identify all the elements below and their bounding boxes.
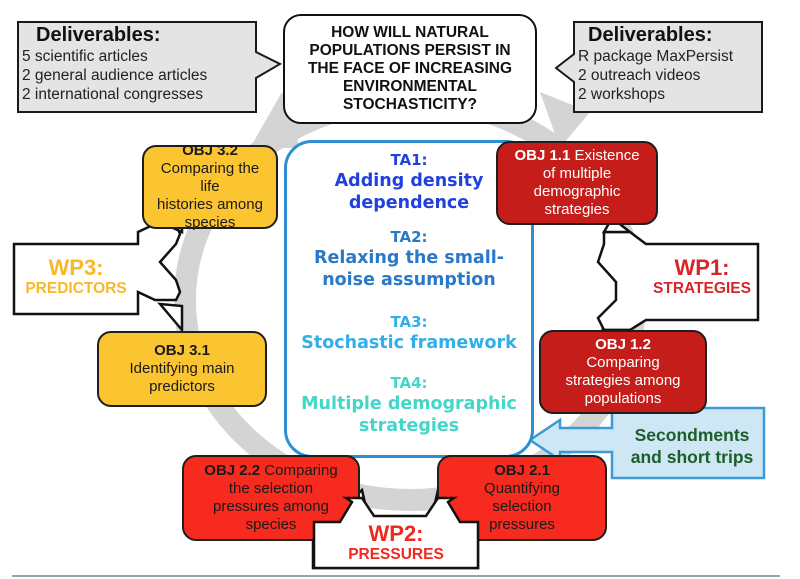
task-title-line: Stochastic framework (301, 333, 517, 353)
objective-id: OBJ 3.2 (182, 142, 238, 159)
deliverable-item: R package MaxPersist (578, 48, 734, 65)
objective-1-1: OBJ 1.1 Existence of multiple demographi… (496, 141, 658, 225)
task-ta3: TA3: Stochastic framework (287, 313, 531, 354)
objective-line: predictors (149, 378, 215, 395)
question-line: STOCHASTICITY? (342, 96, 478, 113)
wp-name: WP1: (674, 255, 730, 280)
wp-name: WP3: (48, 255, 104, 280)
wp3-label: WP3: PREDICTORS (16, 256, 136, 298)
secondments-label: Secondments and short trips (612, 424, 772, 474)
cycle-arrowhead-left (250, 92, 300, 148)
task-title-line: Multiple demographic (301, 394, 517, 414)
question-line: THE FACE OF INCREASING (307, 60, 513, 77)
deliverable-item: 2 international congresses (22, 86, 203, 103)
objective-line: of multiple (542, 165, 612, 182)
deliverable-item: 2 general audience articles (22, 67, 208, 84)
question-line: ENVIRONMENTAL (342, 78, 478, 95)
deliverables-left-arrow (17, 21, 283, 113)
wp-subtitle: PREDICTORS (25, 280, 127, 297)
objective-line: Quantifying (484, 480, 560, 497)
objective-line: demographic (533, 183, 621, 200)
task-title-line: dependence (348, 193, 470, 213)
secondments-line: and short trips (630, 447, 754, 467)
objective-line: histories among (157, 196, 263, 213)
objective-3-2: OBJ 3.2 Comparing the life histories amo… (142, 142, 278, 231)
tasks-box: TA1: Adding density dependence TA2: Rela… (284, 140, 534, 458)
objective-line: pressures (489, 516, 555, 533)
task-ta2: TA2: Relaxing the small- noise assumptio… (287, 228, 531, 291)
task-title-line: Adding density (334, 171, 484, 191)
objective-line: pressures among (213, 498, 329, 515)
task-title-line: Relaxing the small- (313, 248, 505, 268)
deliverable-item: 2 outreach videos (578, 67, 701, 84)
deliverable-item: 2 workshops (578, 86, 666, 103)
task-label: TA1: (390, 151, 428, 169)
objective-line: Comparing (264, 462, 338, 479)
secondments-line: Secondments (634, 425, 750, 445)
deliverables-right-title: Deliverables: (588, 24, 713, 46)
objective-line: Comparing the life (160, 160, 260, 195)
task-label: TA3: (390, 313, 428, 331)
objective-line: selection (492, 498, 552, 515)
deliverable-item: 5 scientific articles (22, 48, 148, 65)
objective-line: populations (584, 390, 662, 407)
task-ta4: TA4: Multiple demographic strategies (287, 374, 531, 437)
wp-name: WP2: (368, 521, 424, 546)
task-ta1: TA1: Adding density dependence (287, 151, 531, 214)
objective-id: OBJ 2.1 (494, 462, 550, 479)
objective-1-2: OBJ 1.2 Comparing strategies among popul… (539, 330, 707, 414)
objective-line: species (184, 214, 236, 231)
deliverables-left-title: Deliverables: (36, 24, 161, 46)
task-label: TA2: (390, 228, 428, 246)
research-question: HOW WILL NATURAL POPULATIONS PERSIST IN … (283, 14, 537, 124)
wp2-double-arrow-shape (312, 496, 480, 570)
deliverables-right-arrow (554, 21, 763, 113)
deliverables-right: Deliverables: R package MaxPersist 2 out… (578, 24, 760, 104)
deliverables-left: Deliverables: 5 scientific articles 2 ge… (22, 24, 254, 104)
objective-line: the selection (228, 480, 314, 497)
wp3-arrow-down (157, 302, 184, 334)
objective-line: species (245, 516, 297, 533)
objective-id: OBJ 3.1 (154, 342, 210, 359)
cycle-arrowhead-right (540, 92, 590, 148)
objective-line: Comparing (586, 354, 660, 371)
wp-subtitle: STRATEGIES (653, 280, 751, 297)
objective-id: OBJ 1.2 (595, 336, 651, 353)
objective-3-1: OBJ 3.1 Identifying main predictors (97, 331, 267, 407)
question-line: POPULATIONS PERSIST IN (309, 42, 511, 59)
objective-line: Existence (574, 147, 640, 164)
objective-line: strategies (544, 201, 610, 218)
objective-line: strategies among (565, 372, 681, 389)
wp-subtitle: PRESSURES (348, 546, 444, 563)
task-title-line: noise assumption (322, 270, 496, 290)
objective-id: OBJ 2.2 (204, 462, 261, 479)
task-title-line: strategies (358, 416, 460, 436)
task-label: TA4: (390, 374, 428, 392)
question-line: HOW WILL NATURAL (331, 24, 489, 41)
wp1-label: WP1: STRATEGIES (648, 256, 756, 298)
objective-line: Identifying main (129, 360, 235, 377)
objective-id: OBJ 1.1 (514, 147, 571, 164)
wp2-label: WP2: PRESSURES (314, 522, 478, 564)
wp1-double-arrow (596, 230, 760, 332)
wp2-box (312, 496, 480, 570)
